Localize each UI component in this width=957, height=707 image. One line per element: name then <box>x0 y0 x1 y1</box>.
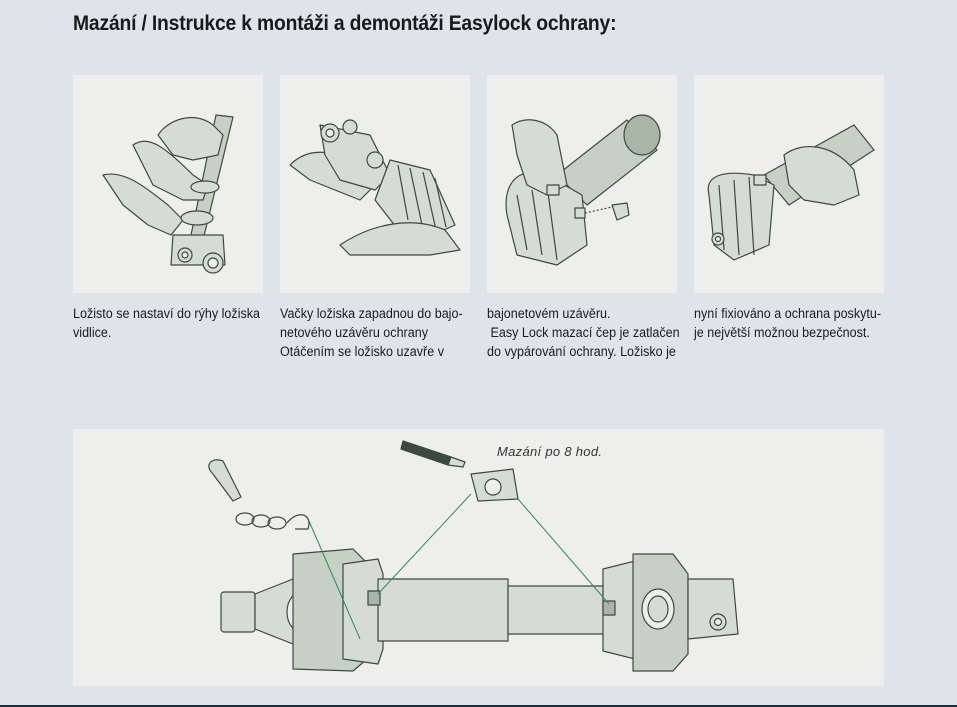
step-4-caption: nyní fixiováno a ochrana poskytu- je nej… <box>694 304 881 342</box>
step-3-line-1: bajonetovém uzávěru. <box>487 304 680 323</box>
step-2-line-2: netového uzávěru ochrany <box>280 323 463 342</box>
step-2-line-1: Vačky ložiska zapadnou do bajo- <box>280 304 463 323</box>
step-1-caption: Ložisto se nastaví do rýhy ložiska vidli… <box>73 304 260 342</box>
step-1-line-1: Ložisto se nastaví do rýhy ložiska <box>73 304 260 323</box>
step-4-line-1: nyní fixiováno a ochrana poskytu- <box>694 304 881 323</box>
step-1-illustration <box>73 75 263 293</box>
step-2-illustration <box>280 75 470 293</box>
step-1-line-2: vidlice. <box>73 323 260 342</box>
step-3-caption: bajonetovém uzávěru. Easy Lock mazací če… <box>487 304 680 361</box>
step-3-illustration <box>487 75 677 293</box>
grease-nipple-icon <box>471 469 518 501</box>
step-3-line-2: Easy Lock mazací čep je zatlačen <box>487 323 680 342</box>
lube-interval-label: Mazání po 8 hod. <box>497 444 602 459</box>
safety-chain-icon <box>209 460 309 529</box>
step-2-caption: Vačky ložiska zapadnou do bajo- netového… <box>280 304 463 361</box>
page-title: Mazání / Instrukce k montáži a demontáži… <box>73 12 616 36</box>
step-4-illustration <box>694 75 884 293</box>
step-4-line-2: je největší možnou bezpečnost. <box>694 323 881 342</box>
driveshaft-diagram <box>73 429 884 686</box>
step-2-line-3: Otáčením se ložisko uzavře v <box>280 342 463 361</box>
screwdriver-icon <box>401 441 465 467</box>
step-3-line-3: do vypárování ochrany. Ložisko je <box>487 342 680 361</box>
